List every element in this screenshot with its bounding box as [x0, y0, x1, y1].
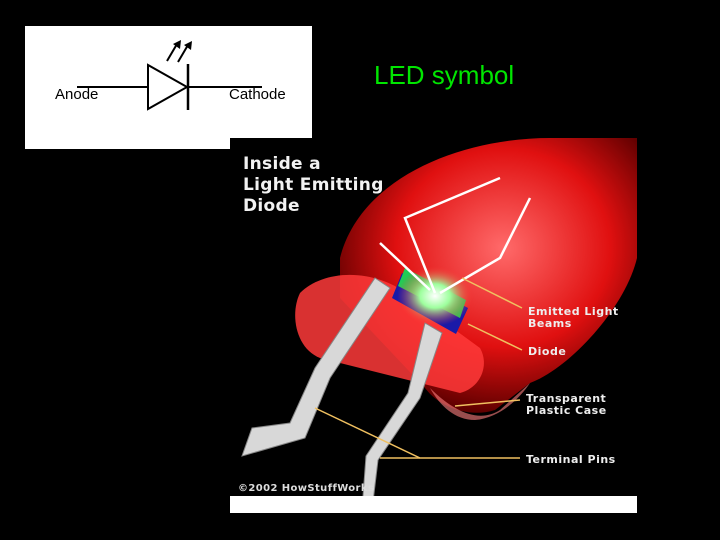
callout-plastic-case: Transparent Plastic Case	[526, 393, 607, 417]
illustration-title: Inside a Light Emitting Diode	[243, 154, 384, 217]
callout-diode: Diode	[528, 346, 566, 358]
led-symbol-panel: Anode Cathode	[25, 26, 312, 149]
emission-arrows-icon	[166, 40, 192, 63]
callout-plastic-case-line-2: Plastic Case	[526, 404, 607, 417]
plastic-case	[295, 138, 637, 420]
title-line-1: Inside a	[243, 154, 321, 174]
light-beam-arrows	[379, 176, 532, 295]
title-line-3: Diode	[243, 196, 300, 216]
terminal-pins	[241, 277, 443, 511]
callout-terminal-pins-line-1: Terminal Pins	[526, 453, 616, 466]
callout-emitted-light: Emitted Light Beams	[528, 306, 619, 330]
callout-plastic-case-line-1: Transparent	[526, 392, 607, 405]
slide-title: LED symbol	[374, 60, 515, 90]
callout-arrows	[314, 277, 523, 459]
callout-terminal-pins: Terminal Pins	[526, 454, 616, 466]
diode-symbol-graphic	[77, 40, 262, 111]
callout-emitted-light-line-2: Beams	[528, 317, 572, 330]
copyright-text: ©2002 HowStuffWorks	[238, 483, 375, 494]
bottom-white-strip	[230, 496, 637, 513]
led-illustration: Inside a Light Emitting Diode Emitted Li…	[230, 138, 637, 513]
diode-chip	[392, 266, 473, 334]
diode-triangle	[147, 63, 190, 111]
anode-label: Anode	[55, 86, 99, 103]
cathode-label: Cathode	[229, 86, 286, 103]
callout-diode-line-1: Diode	[528, 345, 567, 358]
callout-emitted-light-line-1: Emitted Light	[528, 305, 619, 318]
title-line-2: Light Emitting	[243, 175, 384, 195]
led-cutaway-graphic	[241, 138, 637, 511]
